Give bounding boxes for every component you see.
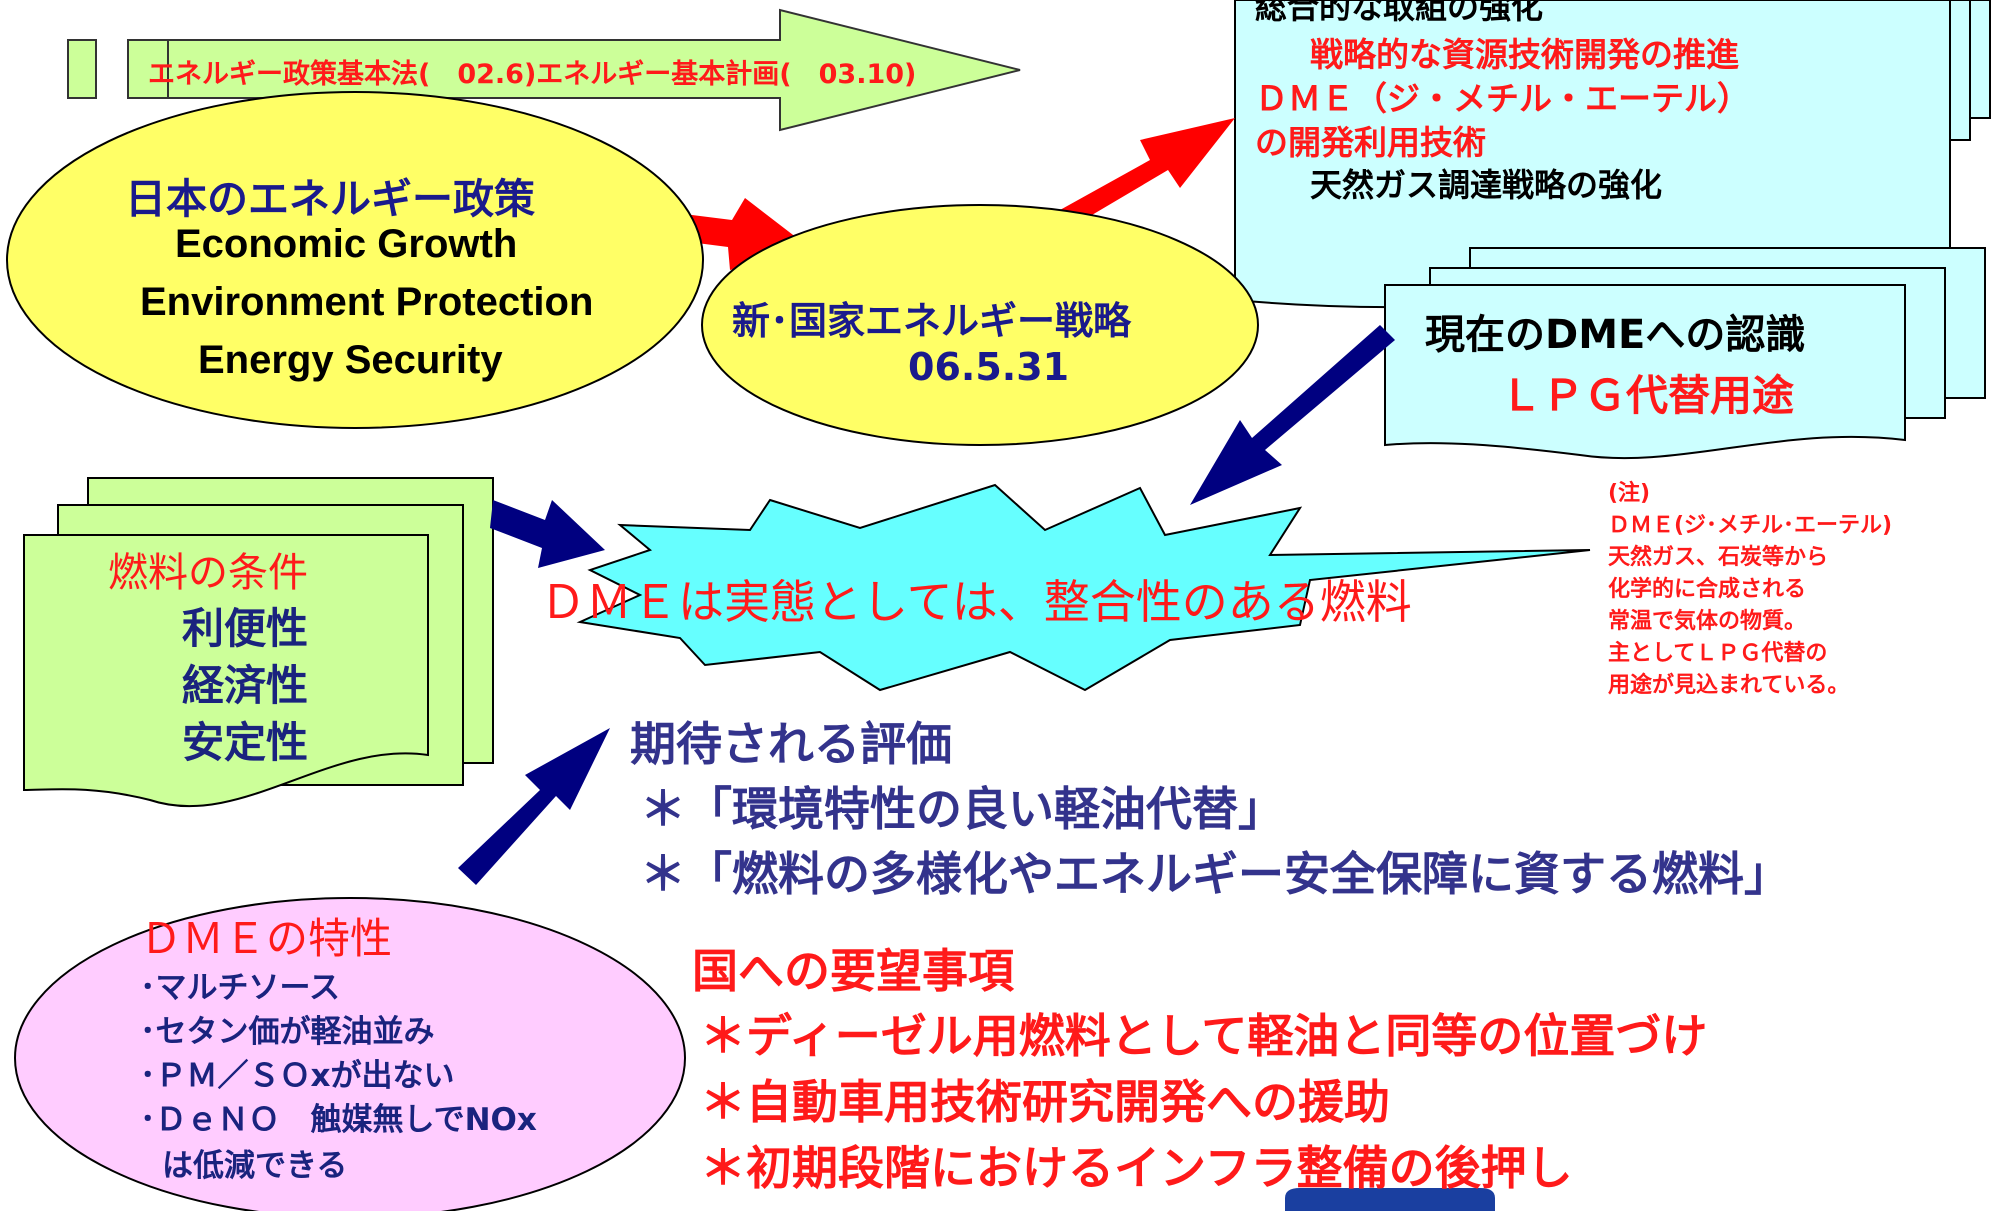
strategy-ellipse [701,204,1259,446]
note-line: ＤＭＥ(ジ･メチル･エーテル) [1608,513,1893,538]
property-item-4: ･ＤｅＮＯ 触媒無しでNOx [140,1102,537,1138]
fuel-condition-stability: 安定性 [182,718,309,767]
strategy-title: 新･国家エネルギー戦略 [732,299,1132,343]
note-line: 常温で気体の物質。 [1608,609,1807,634]
note-line: 主としてＬＰＧ代替の [1608,641,1828,666]
evaluation-item-2: ＊「燃料の多様化やエネルギー安全保障に資する燃料」 [640,847,1790,901]
property-item-2: ･セタン価が軽油並み [140,1014,435,1050]
evaluation-item-1: ＊「環境特性の良い軽油代替」 [640,782,1284,836]
policy-line-environment: Environment Protection [140,280,594,324]
note-line: 天然ガス、石炭等から [1608,545,1829,570]
note-line: 用途が見込まれている。 [1608,673,1850,698]
burst-text: ＤＭＥは実態としては、整合性のある燃料 [540,575,1412,629]
arrow-conditions-to-burst [490,500,605,568]
requests-title: 国への要望事項 [692,944,1014,998]
policy-title: 日本のエネルギー政策 [125,175,535,223]
arrow-recognition-to-burst [1190,325,1395,505]
fuel-conditions-title: 燃料の条件 [108,550,308,596]
arrow-strategy-to-box [1060,118,1235,225]
strategy-line-4: 天然ガス調達戦略の強化 [1310,166,1663,204]
property-item-3: ･ＰＭ／ＳＯxが出ない [140,1058,455,1094]
request-item-3: ＊初期段階におけるインフラ整備の後押し [700,1141,1573,1195]
request-item-1: ＊ディーゼル用燃料として軽油と同等の位置づけ [700,1009,1708,1063]
policy-line-energy: Energy Security [198,338,503,382]
banner-small-box-1 [67,39,97,99]
property-item-5: は低減できる [162,1148,348,1184]
evaluation-title: 期待される評価 [630,717,952,771]
property-item-1: ･マルチソース [140,970,340,1006]
strategy-line-3: の開発利用技術 [1255,123,1486,162]
dme-burst [576,483,1591,692]
strategy-box-heading: 総合的な取組の強化 [1255,0,1544,26]
policy-line-economic: Economic Growth [175,222,518,266]
arrow-properties-to-evaluation [458,728,610,885]
recognition-subtitle: ＬＰＧ代替用途 [1500,371,1795,420]
policy-ellipse [6,91,704,429]
properties-ellipse [14,897,686,1211]
banner-small-box-2 [127,39,169,99]
properties-title: ＤＭＥの特性 [140,914,393,963]
strategy-date: 06.5.31 [908,345,1070,389]
dme-logo-partial [1285,1188,1495,1211]
strategy-line-1: 戦略的な資源技術開発の推進 [1310,35,1739,74]
recognition-document-stack [1384,247,1986,460]
recognition-title: 現在のDMEへの認識 [1425,312,1806,358]
note-line: (注) [1608,481,1651,506]
law-banner-text: エネルギー政策基本法( 02.6)エネルギー基本計画( 03.10) [148,59,917,90]
note-block: (注) ＤＭＥ(ジ･メチル･エーテル) 天然ガス、石炭等から 化学的に合成される… [1608,478,1892,702]
note-line: 化学的に合成される [1608,577,1807,602]
request-item-2: ＊自動車用技術研究開発への援助 [700,1075,1390,1129]
fuel-condition-convenience: 利便性 [182,604,309,653]
fuel-conditions-stack [23,477,494,808]
strategy-document-stack [1234,0,1991,309]
fuel-condition-economy: 経済性 [182,661,309,710]
strategy-line-2: ＤＭＥ（ジ・メチル・エーテル） [1255,79,1750,118]
